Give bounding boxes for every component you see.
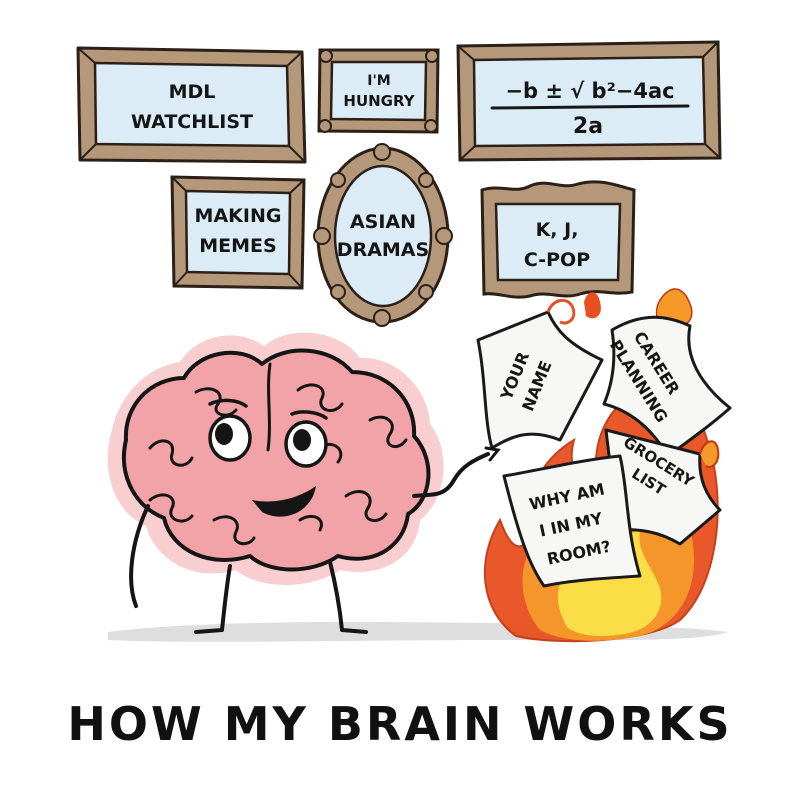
paper-your-name: YOUR NAME bbox=[476, 298, 604, 450]
frame-mdl-watchlist: MDL WATCHLIST bbox=[76, 46, 307, 164]
brain-smile bbox=[252, 486, 316, 517]
frame-kj-cpop: K, J, C-POP bbox=[480, 180, 636, 299]
frame-hungry-line-2: HUNGRY bbox=[343, 92, 415, 110]
frame-making-memes: MAKING MEMES bbox=[170, 175, 306, 290]
comic-title: HOW MY BRAIN WORKS bbox=[67, 697, 732, 751]
frame-cpop-line-2: C-POP bbox=[524, 249, 590, 271]
frame-hungry-line-1: I'M bbox=[367, 73, 390, 89]
frame-mdl-line-1: MDL bbox=[169, 81, 216, 103]
frame-asian-dramas: ASIAN DRAMAS bbox=[313, 143, 453, 327]
frame-mdl-line-2: WATCHLIST bbox=[131, 111, 253, 133]
formula-numerator: −b ± √ b²−4ac bbox=[505, 79, 674, 103]
frame-im-hungry: I'M HUNGRY bbox=[317, 48, 440, 134]
formula-denominator: 2a bbox=[573, 114, 603, 139]
brain-body bbox=[121, 348, 431, 572]
frame-dramas-line-2: DRAMAS bbox=[337, 239, 429, 261]
frame-memes-line-2: MEMES bbox=[199, 235, 276, 257]
brain-right-leg bbox=[328, 560, 368, 634]
brain-right-pupil bbox=[293, 429, 311, 451]
brain-right-arm bbox=[412, 452, 490, 498]
brain-left-leg bbox=[194, 564, 232, 634]
frame-quadratic-formula: −b ± √ b²−4ac 2a bbox=[456, 40, 722, 162]
frame-memes-line-1: MAKING bbox=[195, 205, 282, 227]
paper-why-am-i: WHY AM I IN MY ROOM? bbox=[502, 454, 642, 588]
frame-dramas-line-1: ASIAN bbox=[350, 211, 416, 233]
brain-left-pupil bbox=[215, 423, 233, 445]
paper-career-planning: CAREER PLANNING bbox=[602, 315, 732, 458]
brain-character bbox=[107, 332, 501, 634]
formula-fraction-bar bbox=[490, 104, 690, 110]
paper-grocery-list: GROCERY LIST bbox=[604, 428, 722, 546]
frame-cpop-line-1: K, J, bbox=[536, 219, 579, 241]
brain-left-arm bbox=[129, 504, 150, 608]
